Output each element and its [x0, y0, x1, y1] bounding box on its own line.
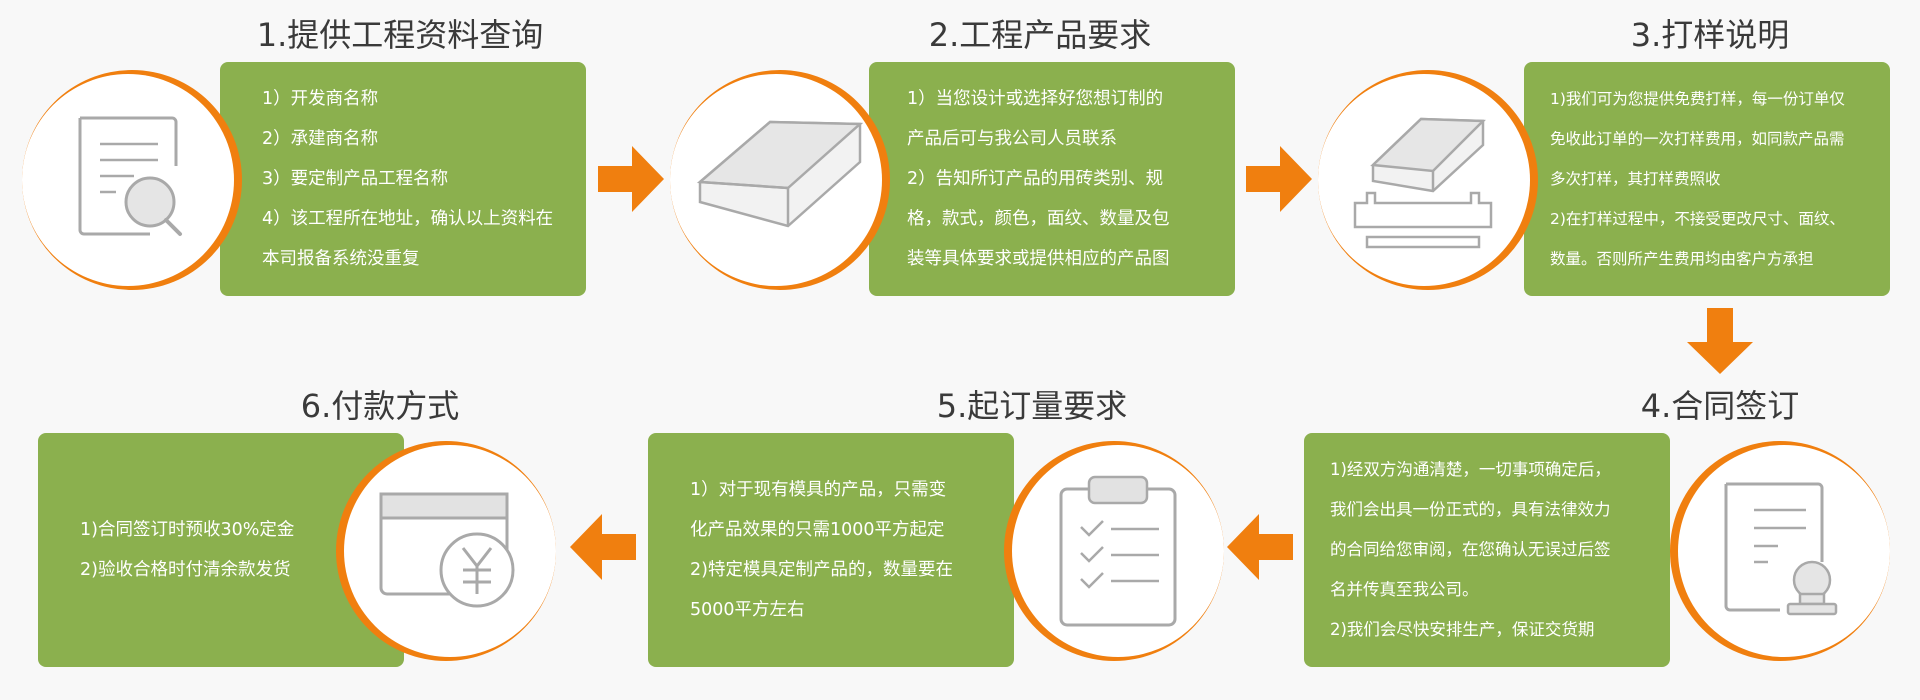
arrow-down-icon [1687, 308, 1753, 374]
yen-payment-card-icon [379, 492, 515, 608]
step-4-card: 1)经双方沟通清楚，一切事项确定后， 我们会出具一份正式的，具有法律效力 的合同… [1304, 433, 1670, 667]
step-1-line: 2）承建商名称 [262, 129, 379, 149]
step-1-line: 本司报备系统没重复 [262, 249, 420, 269]
step-4-line: 名并传真至我公司。 [1330, 580, 1479, 599]
step-6-icon-circle [336, 441, 556, 661]
step-2-line: 2）告知所订产品的用砖类别、规 [907, 169, 1164, 189]
step-5-line: 2)特定模具定制产品的，数量要在 [690, 560, 953, 580]
step-4-icon-circle [1670, 441, 1890, 661]
step-5-line: 5000平方左右 [690, 600, 805, 620]
step-2-line: 格，款式，颜色，面纹、数量及包 [907, 209, 1170, 229]
step-6-line: 1)合同签订时预收30%定金 [80, 520, 295, 540]
step-1-line: 1）开发商名称 [262, 89, 379, 109]
step-5-card: 1）对于现有模具的产品，只需变 化产品效果的只需1000平方起定 2)特定模具定… [648, 433, 1014, 667]
step-3-line: 2)在打样过程中，不接受更改尺寸、面纹、 [1550, 210, 1845, 228]
step-2-line: 装等具体要求或提供相应的产品图 [907, 249, 1170, 269]
document-search-icon [78, 116, 182, 236]
step-2-title: 2.工程产品要求 [928, 16, 1152, 54]
step-2-card: 1）当您设计或选择好您想订制的 产品后可与我公司人员联系 2）告知所订产品的用砖… [869, 62, 1235, 296]
step-3-line: 数量。否则所产生费用均由客户方承担 [1550, 250, 1814, 268]
contract-stamp-icon [1724, 482, 1838, 616]
arrow-right-icon [598, 146, 664, 212]
step-3-card: 1)我们可为您提供免费打样，每一份订单仅 免收此订单的一次打样费用，如同款产品需… [1524, 62, 1890, 296]
step-1-title: 1.提供工程资料查询 [256, 16, 544, 54]
step-5-line: 化产品效果的只需1000平方起定 [690, 520, 945, 540]
step-3-line: 1)我们可为您提供免费打样，每一份订单仅 [1550, 90, 1845, 108]
step-4-line: 我们会出具一份正式的，具有法律效力 [1330, 500, 1611, 519]
step-3-line: 免收此订单的一次打样费用，如同款产品需 [1550, 130, 1845, 148]
arrow-right-icon [1246, 146, 1312, 212]
step-3-title: 3.打样说明 [1630, 16, 1790, 54]
step-2-line: 1）当您设计或选择好您想订制的 [907, 89, 1164, 109]
step-4-line: 2)我们会尽快安排生产，保证交货期 [1330, 620, 1595, 639]
step-4-line: 1)经双方沟通清楚，一切事项确定后， [1330, 460, 1611, 479]
step-4-line: 的合同给您审阅，在您确认无误过后签 [1330, 540, 1611, 559]
sample-mold-icon [1353, 117, 1493, 249]
step-2-icon-circle [670, 70, 890, 290]
step-3-line: 多次打样，其打样费照收 [1550, 170, 1721, 188]
tile-block-icon [696, 120, 864, 228]
step-5-line: 1）对于现有模具的产品，只需变 [690, 480, 947, 500]
step-2-line: 产品后可与我公司人员联系 [907, 129, 1117, 149]
clipboard-checklist-icon [1059, 475, 1177, 627]
step-1-line: 4）该工程所在地址，确认以上资料在 [262, 209, 554, 229]
step-1-icon-circle [22, 70, 242, 290]
step-5-icon-circle [1004, 441, 1224, 661]
step-1-line: 3）要定制产品工程名称 [262, 169, 449, 189]
step-3-icon-circle [1318, 70, 1538, 290]
step-6-title: 6.付款方式 [300, 387, 460, 425]
arrow-left-icon [570, 514, 636, 580]
step-6-card: 1)合同签订时预收30%定金 2)验收合格时付清余款发货 [38, 433, 404, 667]
step-1-card: 1）开发商名称 2）承建商名称 3）要定制产品工程名称 4）该工程所在地址，确认… [220, 62, 586, 296]
step-4-title: 4.合同签订 [1640, 387, 1800, 425]
step-5-title: 5.起订量要求 [936, 387, 1128, 425]
arrow-left-icon [1227, 514, 1293, 580]
step-6-line: 2)验收合格时付清余款发货 [80, 560, 291, 580]
